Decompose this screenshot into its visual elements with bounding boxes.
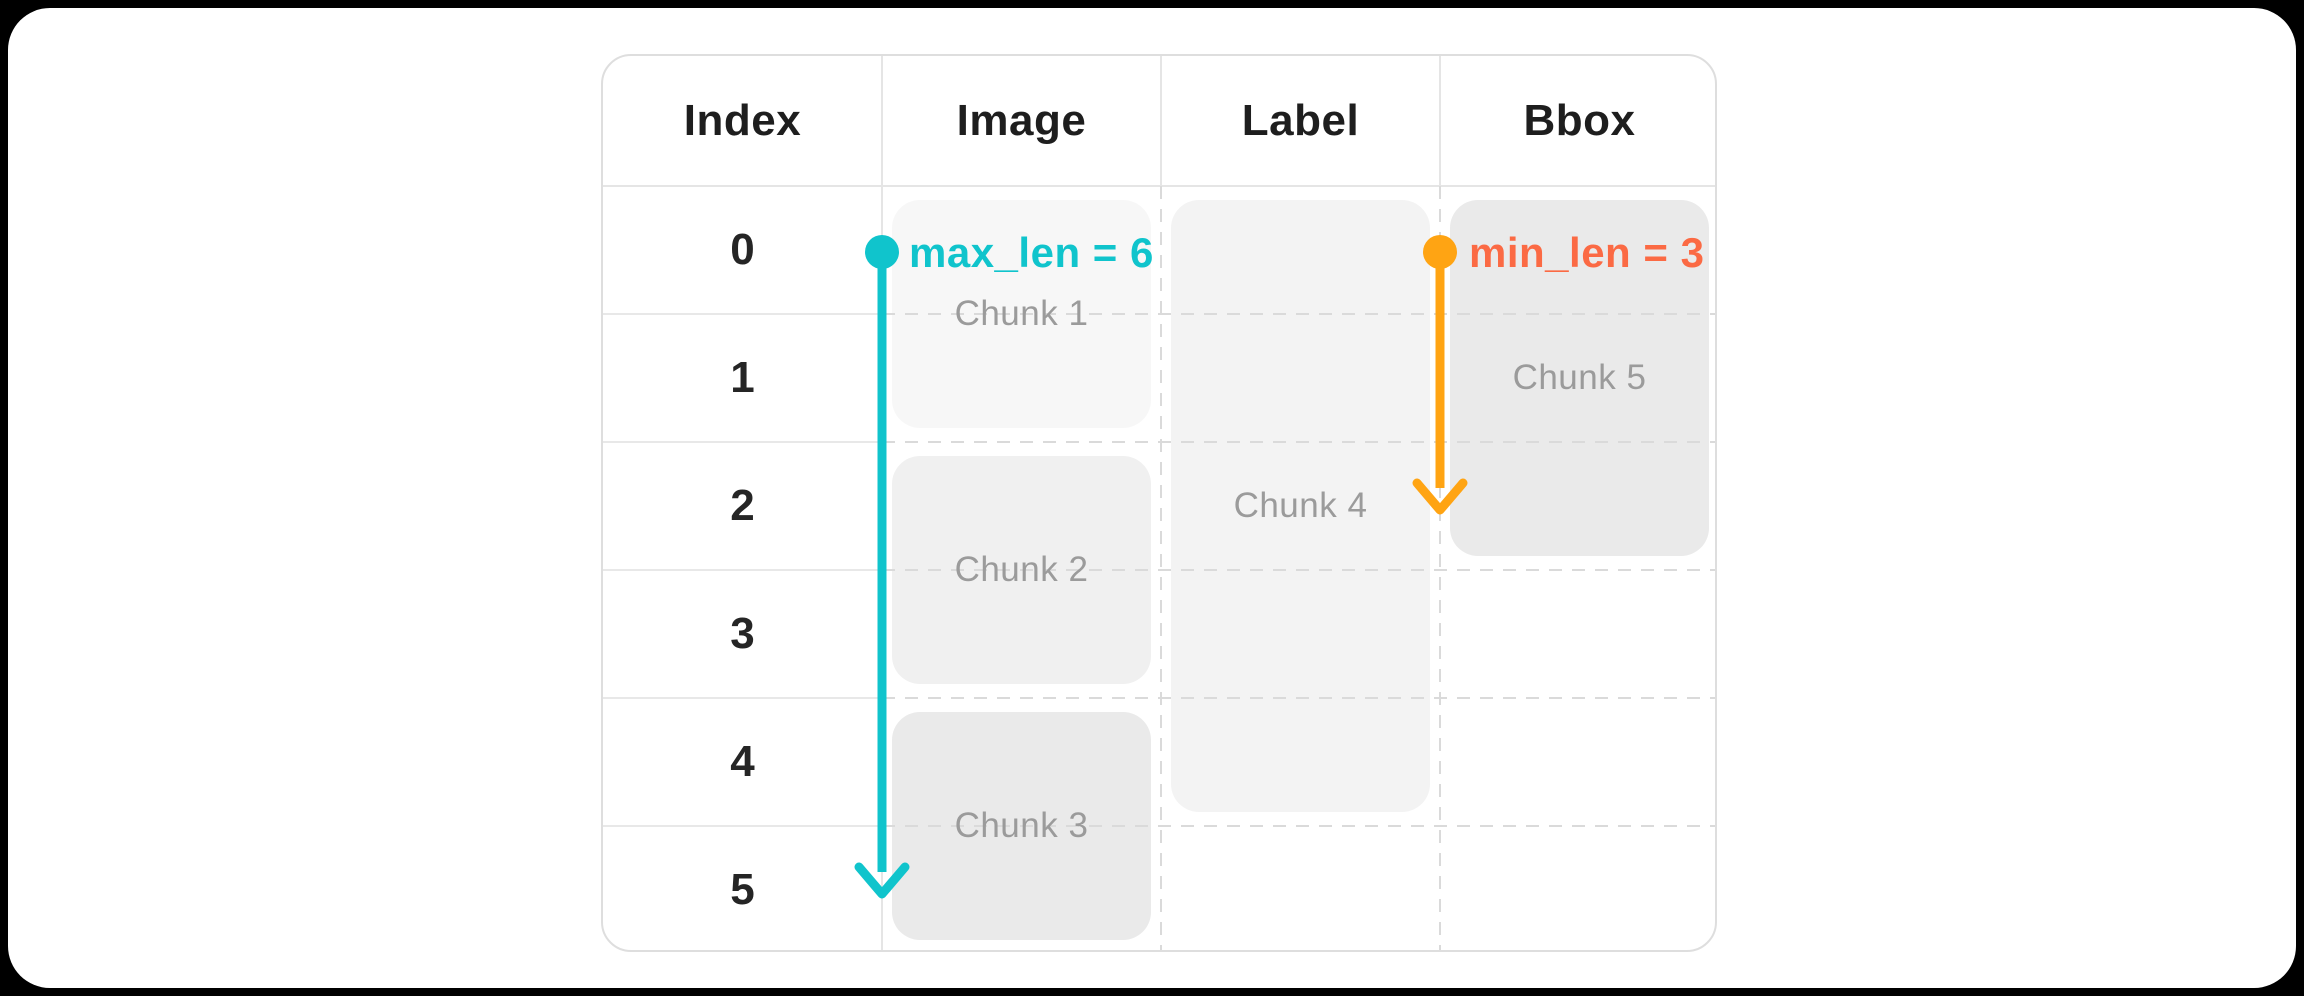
chunk-5-label: Chunk 5 bbox=[1512, 358, 1647, 397]
max-len-label: max_len = 6 bbox=[909, 229, 1154, 276]
min-len-arrowhead bbox=[1412, 478, 1468, 515]
column-header-image: Image bbox=[956, 96, 1087, 145]
table-gridlines bbox=[603, 56, 1715, 950]
chunk-4-box: Chunk 4 bbox=[1171, 200, 1430, 812]
chunk-4-label: Chunk 4 bbox=[1233, 486, 1368, 525]
column-header-index: Index bbox=[683, 96, 802, 145]
chunking-table: Index Image Label Bbox 0 1 2 3 4 5 Chunk… bbox=[601, 54, 1717, 952]
canvas-card: Index Image Label Bbox 0 1 2 3 4 5 Chunk… bbox=[8, 8, 2296, 988]
chunk-3-box: Chunk 3 bbox=[892, 712, 1151, 940]
index-cell-4: 4 bbox=[730, 737, 755, 786]
chunk-2-label: Chunk 2 bbox=[954, 550, 1089, 589]
index-cell-5: 5 bbox=[730, 865, 755, 914]
column-header-label: Label bbox=[1241, 96, 1360, 145]
max-len-arrowhead bbox=[854, 862, 910, 899]
index-cell-1: 1 bbox=[730, 353, 755, 402]
min-len-label: min_len = 3 bbox=[1469, 229, 1705, 276]
chunk-1-label: Chunk 1 bbox=[954, 294, 1089, 333]
chunk-3-label: Chunk 3 bbox=[954, 806, 1089, 845]
index-cell-0: 0 bbox=[730, 225, 755, 274]
index-cell-3: 3 bbox=[730, 609, 755, 658]
chunk-5-box: Chunk 5 bbox=[1450, 200, 1709, 556]
column-header-bbox: Bbox bbox=[1523, 96, 1636, 145]
annotation-arrows bbox=[854, 235, 1468, 899]
index-cell-2: 2 bbox=[730, 481, 755, 530]
